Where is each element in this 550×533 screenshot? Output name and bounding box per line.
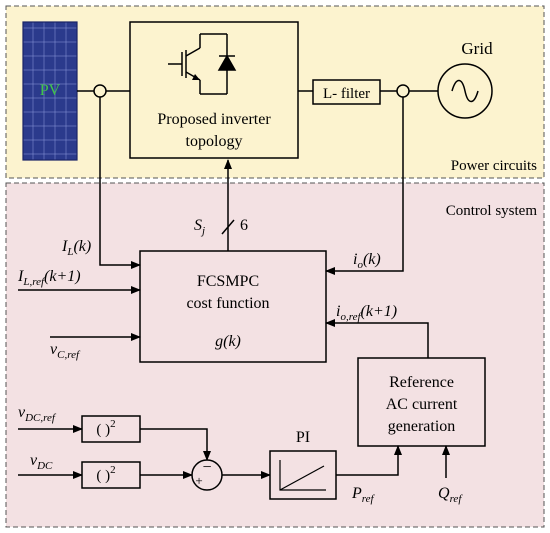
vcref-label: vC,ref xyxy=(50,341,81,361)
pref-line xyxy=(336,445,402,476)
pi-controller-block: PI xyxy=(269,429,337,500)
reference-label-line2: AC current xyxy=(386,396,458,413)
inverter-block: Proposed inverter topology xyxy=(129,21,299,159)
inverter-label-line2: topology xyxy=(186,133,243,150)
square-block-vdc-text: ( )2 xyxy=(96,464,115,484)
reference-label-line3: generation xyxy=(388,418,456,435)
l-filter-label: L- filter xyxy=(323,86,370,102)
ioref-line xyxy=(325,319,429,358)
g-k-label: g(k) xyxy=(215,333,241,350)
control-system-label: Control system xyxy=(446,203,538,219)
bus-slash xyxy=(221,219,235,235)
io-feedback-line xyxy=(325,97,404,275)
minus-sign: − xyxy=(202,459,211,476)
pv-label: PV xyxy=(40,82,61,99)
fcsmpc-label-line1: FCSMPC xyxy=(197,273,259,290)
square-block-ref-text: ( )2 xyxy=(96,418,115,438)
l-filter-block: L- filter xyxy=(312,79,381,105)
reference-label-line1: Reference xyxy=(389,374,454,391)
grid-label: Grid xyxy=(461,39,493,58)
power-circuits-label: Power circuits xyxy=(451,158,537,174)
square-block-ref: ( )2 xyxy=(81,415,141,443)
qref-label: Qref xyxy=(438,485,463,505)
il-feedback-line xyxy=(99,97,141,269)
sj-label: Sj xyxy=(194,217,205,237)
pi-label: PI xyxy=(296,429,310,446)
io-label: io(k) xyxy=(353,251,381,271)
pref-label: Pref xyxy=(351,485,376,505)
square-block-vdc: ( )2 xyxy=(81,461,141,489)
ioref-label: io,ref(k+1) xyxy=(336,303,397,323)
igbt-switch-icon xyxy=(168,33,237,95)
summing-junction: − + xyxy=(191,459,223,491)
fcsmpc-label-line2: cost function xyxy=(186,295,269,312)
ref-to-sum-line xyxy=(140,428,211,461)
fcsmpc-block: FCSMPC cost function g(k) xyxy=(139,250,327,363)
pv-panel: PV xyxy=(22,21,78,161)
il-label: IL(k) xyxy=(61,238,91,258)
vdcref-label: vDC,ref xyxy=(18,404,57,424)
ilref-label: IL,ref(k+1) xyxy=(17,268,81,288)
grid-source: Grid xyxy=(437,39,493,119)
emitter-arrow-icon xyxy=(192,74,200,80)
sj-count-label: 6 xyxy=(240,217,248,234)
reference-generation-block: Reference AC current generation xyxy=(357,357,486,447)
vdc-label: vDC xyxy=(30,452,53,472)
plus-sign: + xyxy=(195,473,202,488)
inverter-label-line1: Proposed inverter xyxy=(157,111,271,128)
sine-wave-icon xyxy=(451,79,479,103)
